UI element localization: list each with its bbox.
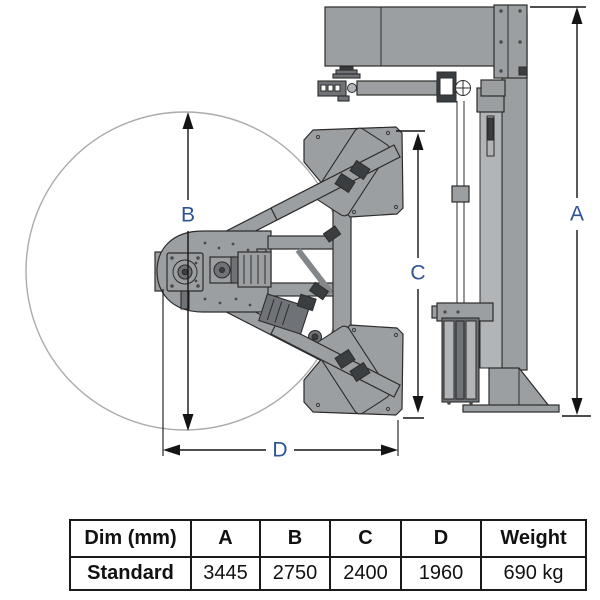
lower-fan-plate (270, 321, 404, 416)
table-header-row: Dim (mm) A B C D Weight (69, 519, 587, 558)
table-row: Standard 3445 2750 2400 1960 690 kg (69, 556, 587, 591)
cell-weight: 690 kg (480, 556, 587, 591)
col-header-a: A (190, 519, 261, 558)
col-header-d: D (400, 519, 482, 558)
arm-link (347, 83, 357, 93)
col-header-b: B (259, 519, 331, 558)
cell-dim-b: 2750 (259, 556, 331, 591)
base-plate (462, 404, 560, 413)
roller (443, 320, 455, 400)
mast-clamp (451, 185, 470, 203)
arrowhead-right (381, 444, 398, 456)
roller (465, 320, 477, 400)
dim-label-d: D (272, 439, 287, 462)
dim-label-c: C (410, 262, 425, 285)
dim-A: A (530, 6, 591, 417)
film-carriage (431, 302, 494, 405)
screw-dots (315, 130, 399, 215)
screw-dots (315, 327, 399, 412)
sensor-box-upper (322, 225, 342, 243)
upper-fan-plate (270, 126, 404, 221)
diagonal-strut (295, 248, 334, 295)
bolt-dots (170, 256, 200, 288)
col-header-c: C (329, 519, 402, 558)
sensor-box-lower (308, 281, 330, 301)
dim-label-b: B (181, 204, 195, 227)
cell-dim-a: 3445 (190, 556, 261, 591)
cabinet-mount (332, 66, 361, 79)
side-view (317, 4, 560, 413)
arrowhead-up (182, 112, 194, 129)
roller (455, 320, 465, 400)
arrowhead-left (163, 444, 180, 456)
col-header-dim: Dim (mm) (69, 519, 192, 558)
arm-bar (356, 80, 438, 96)
bearing-stem (180, 290, 190, 310)
dimensions-table: Dim (mm) A B C D Weight Standard 3445 27… (69, 519, 587, 591)
dim-label-a: A (570, 203, 584, 226)
col-header-weight: Weight (480, 519, 587, 558)
nose-plate-dots (194, 241, 252, 307)
bearing-assembly (166, 252, 204, 310)
wrap-arm (317, 66, 528, 103)
dim-D: D (162, 289, 399, 462)
cell-dim-d: 1960 (400, 556, 482, 591)
arrowhead-up (571, 7, 583, 24)
arrowhead-down (182, 414, 194, 431)
secondary-motor (258, 293, 317, 335)
top-view (25, 111, 404, 431)
base-foot (462, 367, 560, 413)
drive-motor (230, 251, 272, 288)
arrowhead-down (571, 398, 583, 415)
dim-C: C (396, 130, 426, 419)
arrowhead-down (412, 396, 424, 413)
cell-dim-c: 2400 (329, 556, 402, 591)
arrowhead-up (412, 133, 424, 150)
gearbox (209, 256, 235, 284)
cell-model: Standard (69, 556, 192, 591)
top-cabinet (324, 6, 498, 67)
mast (451, 101, 470, 312)
dimensions: A B C D (162, 6, 591, 462)
column-top-panel (493, 4, 528, 79)
dim-B: B (181, 112, 195, 431)
